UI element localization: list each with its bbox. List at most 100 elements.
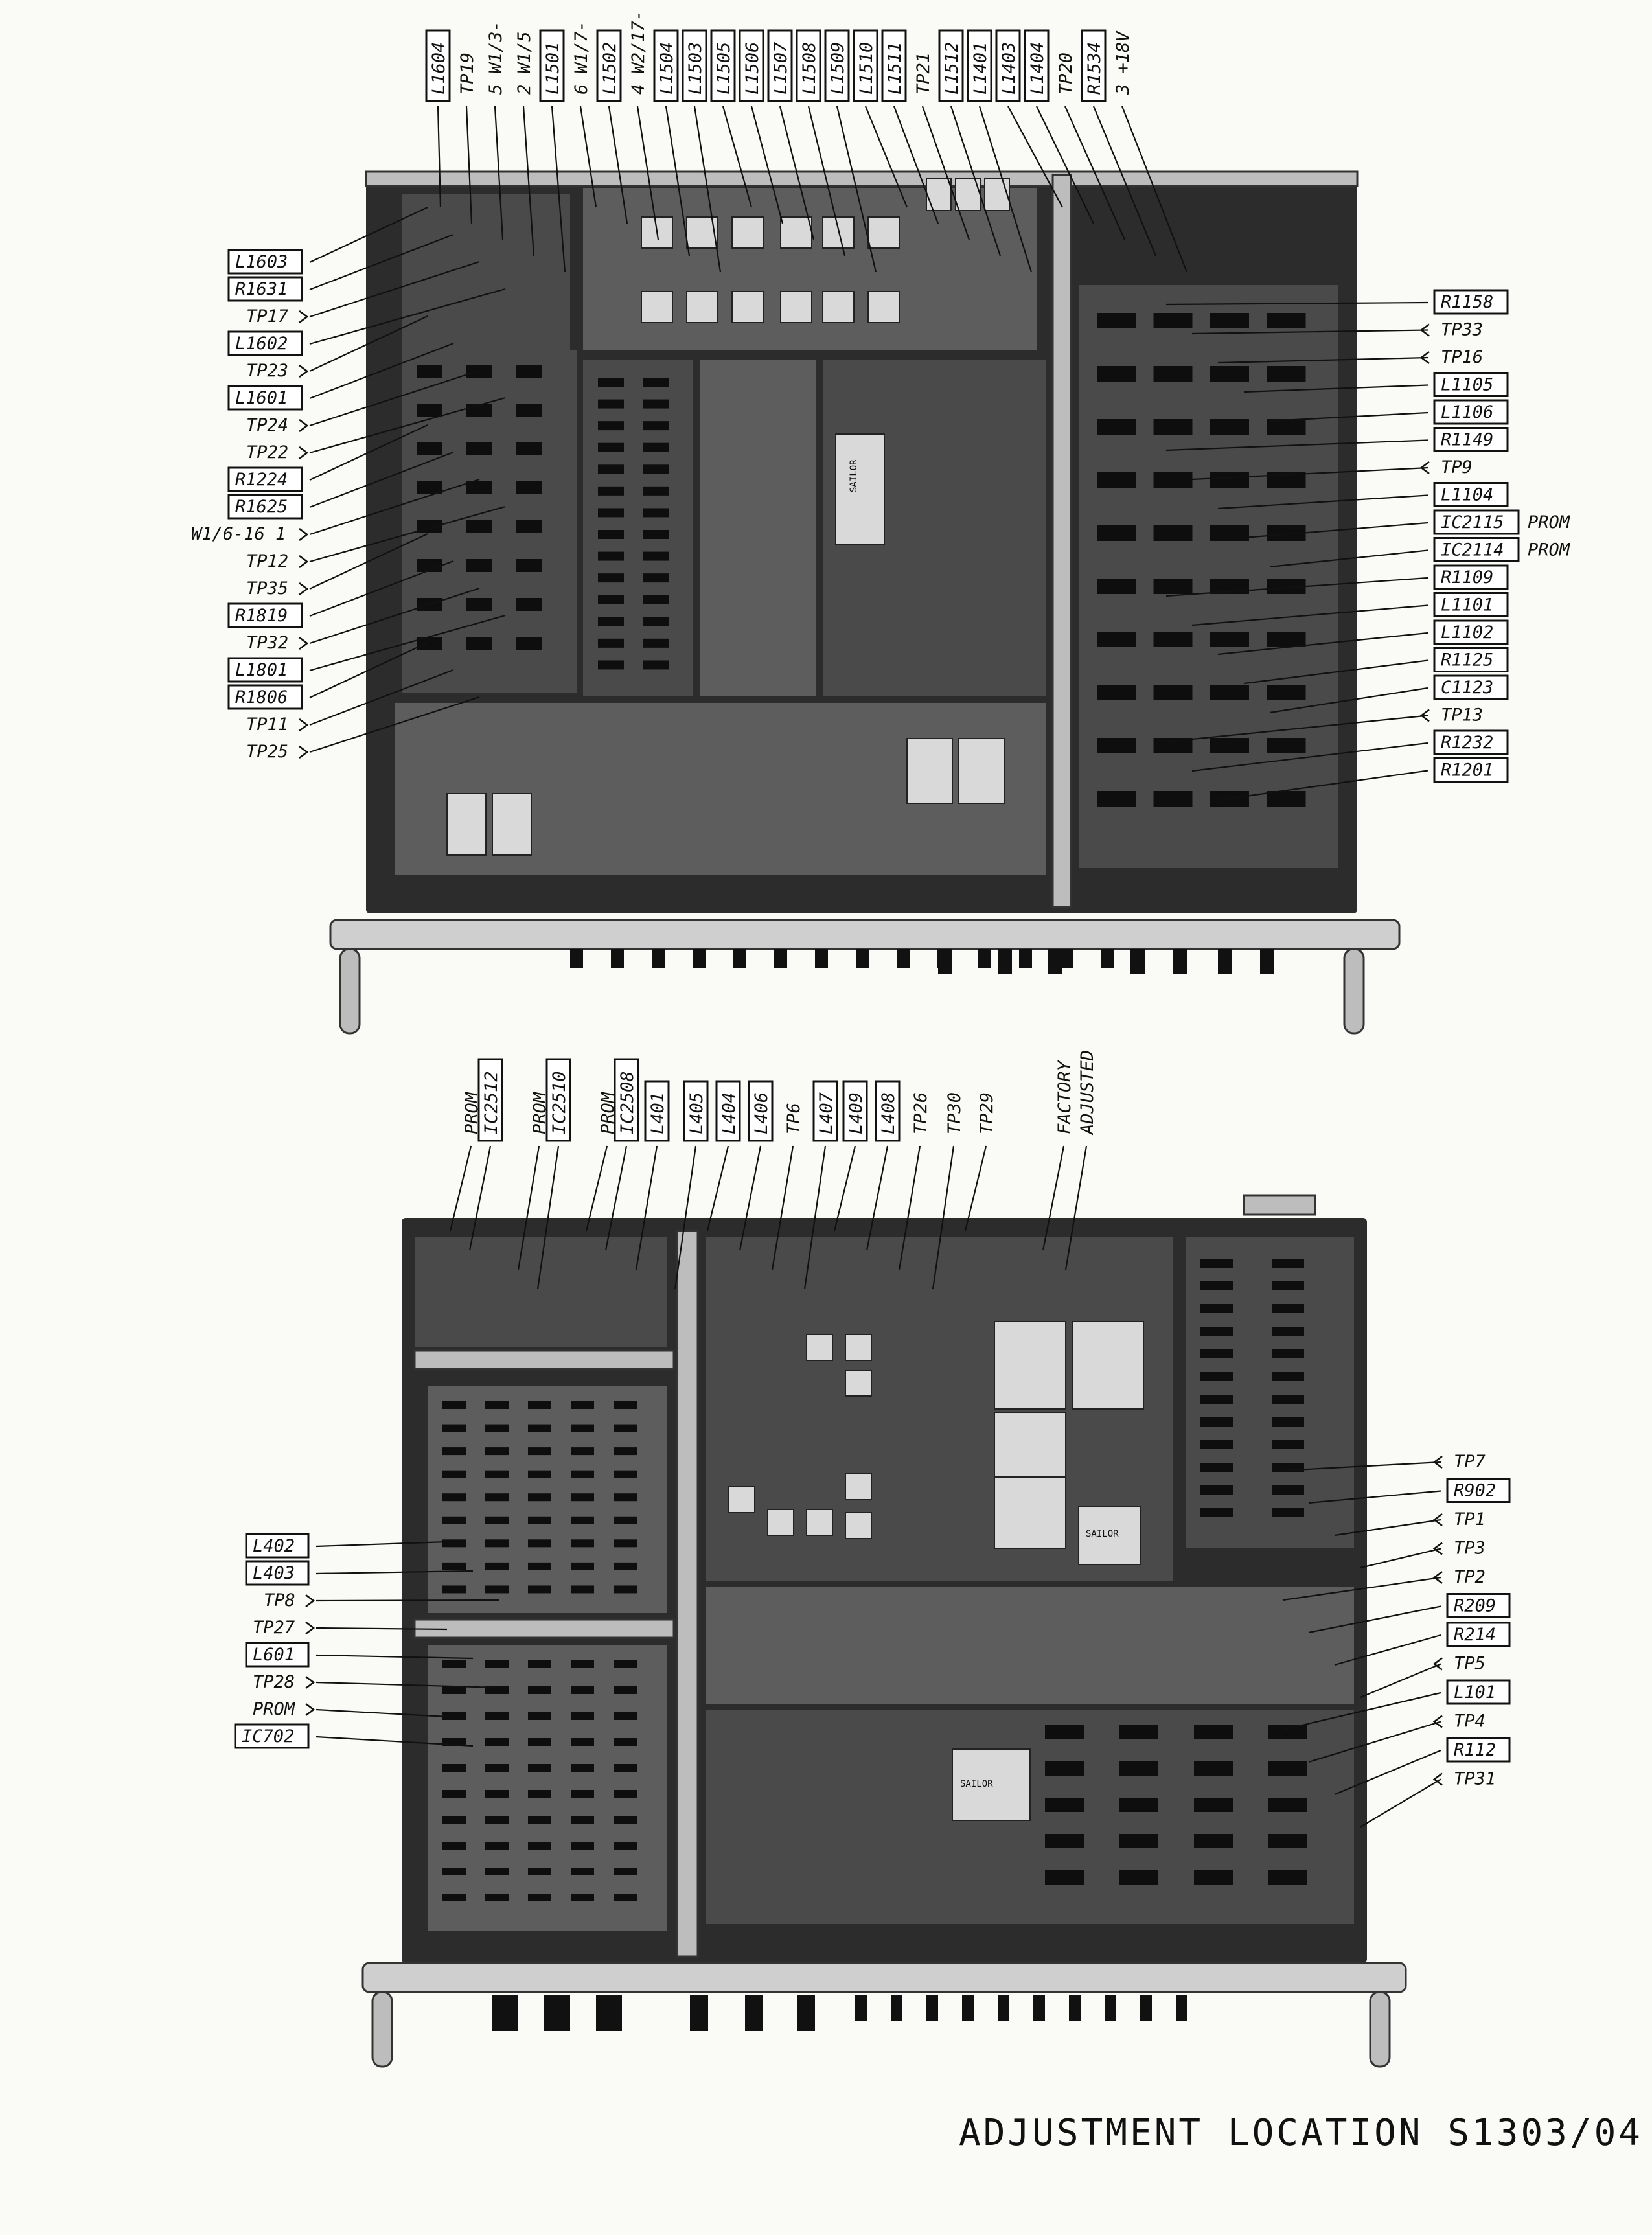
bottom-unit-left-tp8-chevron: [305, 1594, 315, 1608]
ic-chip: [1272, 1281, 1304, 1290]
front-knob: [1069, 1995, 1081, 2021]
ic-chip: [485, 1401, 509, 1409]
coil: [984, 178, 1010, 211]
bottom-unit-right-tp2-leader: [1282, 1576, 1441, 1601]
front-knob: [492, 1995, 518, 2031]
top-unit-right-tp9-leader: [1191, 466, 1428, 481]
top-unit-top-l1511-leader: [893, 106, 939, 224]
top-unit-left-l1601-box: [227, 385, 303, 411]
top-unit-left-w1-6-16-1-label: W1/6-16 1: [191, 524, 309, 544]
top-unit-top-4-w2-17-label: 4 W2/17-: [628, 10, 648, 95]
ic-chip: [466, 559, 492, 572]
top-unit-top-l1501-text: L1501: [543, 42, 563, 95]
ic-chip: [1272, 1372, 1304, 1381]
top-unit-top-tp21-leader: [921, 106, 970, 240]
top-unit-left-r1819-text: R1819: [235, 606, 288, 626]
top-unit-left-r1819-box: [227, 602, 303, 628]
ic-chip: [571, 1660, 594, 1668]
top-unit-left-r1806-box: [227, 684, 303, 710]
top-unit-left-r1625-text: R1625: [235, 497, 288, 517]
bottom-unit-top-ic2510-label: IC2510: [545, 1058, 571, 1142]
bottom-unit-top-ic2512-leader: [468, 1145, 492, 1251]
top-unit-right-tp13-chevron: [1419, 709, 1430, 722]
bottom-unit-top-l407-text: L407: [816, 1092, 836, 1134]
top-unit-right-c1123-leader: [1269, 687, 1428, 714]
top-unit-left-l1801-box: [227, 657, 303, 683]
ic-chip: [1119, 1725, 1158, 1739]
top-unit-top-3-18v-text: 3 +18V: [1113, 30, 1133, 95]
front-knob: [1130, 949, 1145, 974]
top-unit-top-l1505-leader: [722, 106, 753, 208]
bottom-unit-right-tp5-text: TP5: [1454, 1654, 1486, 1674]
top-unit-top-l1604-label: L1604: [425, 29, 451, 102]
front-knob: [998, 1995, 1009, 2021]
top-unit-top-l1507-leader: [779, 106, 815, 240]
top-unit-right-l1105-label: L1105: [1433, 372, 1509, 397]
top-unit-left-r1806-label: R1806: [227, 684, 303, 710]
ic-chip: [1267, 366, 1306, 382]
bottom-unit-top-l406-label: L406: [748, 1080, 774, 1142]
top-unit-top-4-w2-17-leader: [636, 106, 660, 240]
top-unit-left-w1-6-16-1-leader: [309, 478, 480, 536]
bottom-unit-top-prom-leader: [517, 1145, 540, 1270]
ic-chip: [571, 1424, 594, 1432]
ic-chip: [485, 1516, 509, 1524]
ic-chip: [442, 1660, 466, 1668]
ic-chip: [598, 442, 624, 452]
top-unit-top-l1507-label: L1507: [767, 29, 793, 102]
bottom-unit-left-ic702-label: IC702: [234, 1723, 310, 1749]
top-unit-top-l1404-text: L1404: [1027, 42, 1048, 95]
ic-chip: [485, 1790, 509, 1798]
ic-chip: [614, 1868, 637, 1875]
ic-chip: [485, 1562, 509, 1570]
top-unit-right-r1201-leader: [1217, 770, 1428, 801]
top-unit-left-r1625-leader: [309, 451, 454, 509]
top-unit-top-l1504-label: L1504: [653, 29, 679, 102]
ic-chip: [571, 1470, 594, 1478]
ic-chip: [1200, 1259, 1233, 1268]
ic-chip: [466, 520, 492, 533]
ic-chip: [485, 1585, 509, 1594]
front-knob: [1140, 1995, 1152, 2021]
bottom-left-rail-1: [413, 1349, 675, 1370]
ic-chip: [1210, 685, 1249, 700]
ic-chip: [571, 1894, 594, 1901]
top-unit-right-ic2114-box: [1433, 537, 1520, 562]
top-unit-left-tp25-chevron: [299, 745, 309, 759]
top-unit-left-tp11-label: TP11: [246, 715, 309, 735]
ic-chip: [614, 1842, 637, 1850]
ic-chip: [598, 530, 624, 539]
top-unit-right-r1201-text: R1201: [1441, 761, 1493, 781]
ic-chip: [442, 1585, 466, 1594]
top-unit-left-r1224-label: R1224: [227, 466, 303, 492]
ic-chip: [1119, 1761, 1158, 1776]
top-unit-left-l1603-text: L1603: [235, 252, 288, 272]
top-unit-right-l1105-leader: [1243, 384, 1428, 393]
bottom-unit-top-adjusted-leader: [1064, 1145, 1088, 1270]
bottom-unit-right-tp31-leader: [1360, 1778, 1441, 1828]
top-relay-3: [906, 738, 953, 804]
ic-chip: [466, 442, 492, 455]
bottom-unit-left-l403-box: [245, 1560, 310, 1586]
top-relay-4: [958, 738, 1005, 804]
ic-chip: [571, 1842, 594, 1850]
bottom-unit-right-tp3-leader: [1360, 1548, 1441, 1569]
bottom-unit-top-ic2508-leader: [604, 1145, 628, 1251]
leader-lines: [309, 106, 1441, 1828]
ic-chip: [614, 1816, 637, 1824]
top-unit-top-l1508-leader: [807, 106, 846, 257]
front-knob: [856, 949, 869, 968]
top-unit-right-r1158-leader: [1165, 301, 1428, 306]
ic-chip: [485, 1493, 509, 1502]
top-unit-top-l1506-text: L1506: [742, 42, 763, 95]
top-unit-right-ic2115-text: IC2115: [1441, 512, 1504, 533]
bottom-unit-left-tp28-label: TP28: [253, 1672, 315, 1692]
ic-chip: [485, 1738, 509, 1746]
top-unit-top-l1403-box: [995, 29, 1021, 102]
ic-chip: [516, 559, 542, 572]
ic-chip: [598, 486, 624, 496]
ic-chip: [528, 1660, 551, 1668]
top-unit-top-tp20-text: TP20: [1056, 52, 1076, 95]
front-knob: [1048, 949, 1062, 974]
